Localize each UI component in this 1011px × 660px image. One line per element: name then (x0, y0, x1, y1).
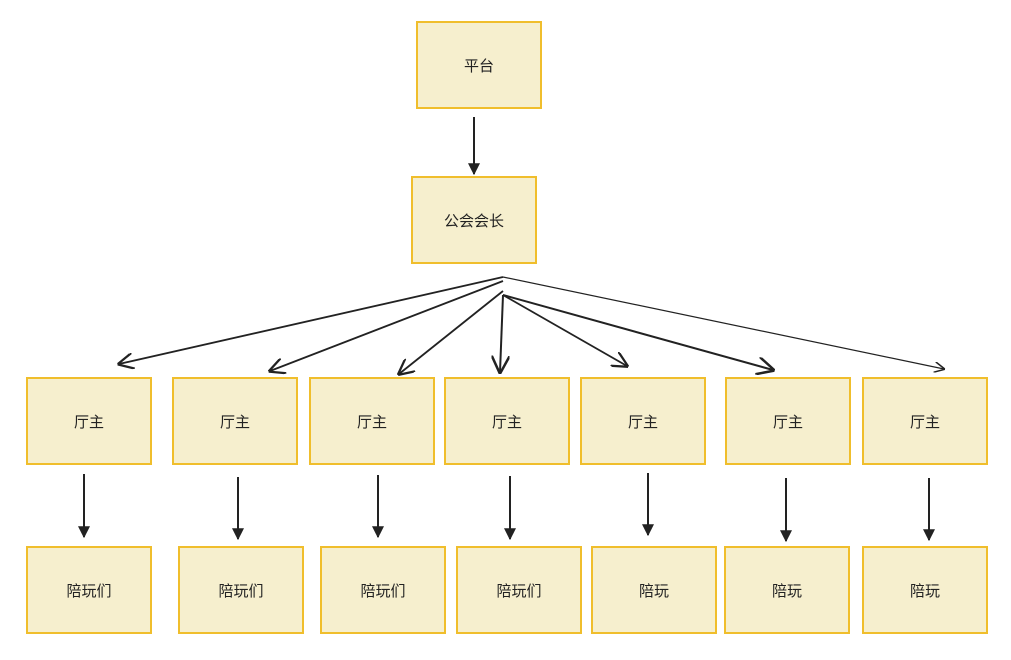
arrow-president-to-host (502, 294, 773, 370)
arrow-president-to-host (119, 276, 504, 364)
node-players: 陪玩们 (320, 546, 446, 634)
node-players: 陪玩们 (178, 546, 304, 634)
arrow-president-to-host (502, 294, 627, 366)
node-host-label: 厅主 (627, 412, 658, 431)
node-host-label: 厅主 (73, 412, 104, 431)
node-players-label: 陪玩 (638, 581, 669, 600)
node-host: 厅主 (172, 377, 298, 465)
node-players-label: 陪玩 (771, 581, 802, 600)
node-host: 厅主 (725, 377, 851, 465)
arrow-president-to-host (502, 276, 944, 369)
node-host-label: 厅主 (909, 412, 940, 431)
node-players: 陪玩 (591, 546, 717, 634)
node-host: 厅主 (444, 377, 570, 465)
arrow-president-to-host (270, 280, 504, 371)
node-players: 陪玩们 (456, 546, 582, 634)
node-players-label: 陪玩们 (66, 581, 112, 600)
node-host: 厅主 (580, 377, 706, 465)
node-platform: 平台 (416, 21, 542, 109)
node-host-label: 厅主 (356, 412, 387, 431)
arrow-president-to-host (500, 294, 503, 372)
node-players: 陪玩 (862, 546, 988, 634)
node-guild-president-label: 公会会长 (443, 211, 504, 230)
node-guild-president: 公会会长 (411, 176, 537, 264)
node-players-label: 陪玩们 (360, 581, 406, 600)
node-host: 厅主 (309, 377, 435, 465)
node-host-label: 厅主 (219, 412, 250, 431)
node-players: 陪玩 (724, 546, 850, 634)
node-host-label: 厅主 (772, 412, 803, 431)
node-host: 厅主 (26, 377, 152, 465)
node-host-label: 厅主 (491, 412, 522, 431)
node-host: 厅主 (862, 377, 988, 465)
node-players-label: 陪玩 (909, 581, 940, 600)
node-players: 陪玩们 (26, 546, 152, 634)
node-platform-label: 平台 (463, 56, 494, 75)
node-players-label: 陪玩们 (218, 581, 264, 600)
node-players-label: 陪玩们 (496, 581, 542, 600)
arrow-president-to-host (399, 290, 504, 374)
